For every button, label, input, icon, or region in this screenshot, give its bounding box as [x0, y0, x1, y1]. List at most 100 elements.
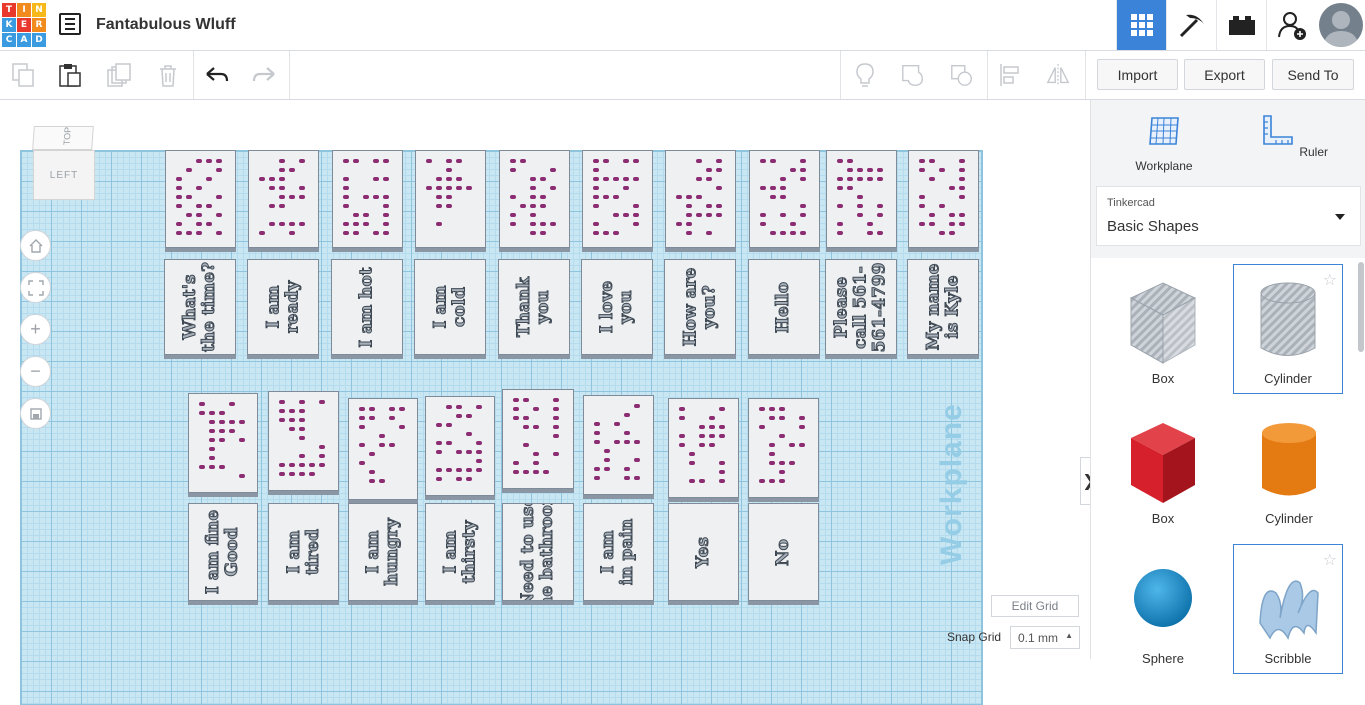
braille-plate[interactable]: [348, 398, 418, 500]
snap-grid-select[interactable]: 0.1 mm ▲: [1010, 626, 1080, 649]
brick-icon: [1228, 16, 1255, 35]
undo-icon[interactable]: [204, 62, 230, 88]
braille-dot: [603, 231, 609, 235]
braille-plate[interactable]: [668, 398, 739, 498]
edit-grid-button[interactable]: Edit Grid: [991, 595, 1079, 617]
text-plate[interactable]: I am ready: [247, 259, 319, 355]
shape-box-solid[interactable]: Box: [1108, 405, 1218, 535]
design-list-icon[interactable]: [59, 13, 81, 35]
braille-dot: [229, 420, 235, 424]
text-plate[interactable]: Hello: [748, 259, 820, 355]
user-avatar[interactable]: [1319, 3, 1363, 47]
braille-plate[interactable]: [583, 395, 654, 495]
braille-plate[interactable]: [749, 150, 820, 248]
braille-dot: [309, 463, 315, 467]
braille-dot: [389, 443, 395, 447]
braille-dot: [510, 195, 516, 199]
braille-plate[interactable]: [582, 150, 653, 248]
text-plate[interactable]: No: [748, 503, 819, 601]
redo-icon[interactable]: [251, 62, 277, 88]
text-plate[interactable]: I am hot: [331, 259, 403, 355]
paste-icon[interactable]: [57, 62, 83, 88]
braille-plate[interactable]: [165, 150, 236, 248]
codeblocks-tab[interactable]: [1216, 0, 1266, 50]
zoom-out-icon[interactable]: −: [20, 356, 51, 387]
ruler-tool[interactable]: Ruler: [1254, 112, 1334, 159]
braille-plate[interactable]: [425, 396, 495, 496]
text-plate[interactable]: My name is Kyle: [907, 259, 979, 355]
workplane-tool[interactable]: Workplane: [1124, 112, 1204, 173]
favorite-star-icon[interactable]: ☆: [1322, 552, 1337, 569]
text-plate[interactable]: What's the time?: [164, 259, 236, 355]
add-user-icon: [1277, 12, 1306, 40]
braille-dot: [523, 470, 529, 474]
text-plate[interactable]: I am tired: [268, 503, 339, 601]
fit-view-icon[interactable]: [20, 272, 51, 303]
text-plate[interactable]: I am thirsty: [425, 503, 495, 601]
zoom-in-icon[interactable]: +: [20, 314, 51, 345]
account-tab[interactable]: [1266, 0, 1316, 50]
view-cube-top[interactable]: TOP: [32, 126, 94, 150]
braille-dot: [533, 407, 539, 411]
send-to-button[interactable]: Send To: [1272, 59, 1354, 90]
text-plate[interactable]: Need to use the bathroom: [502, 503, 574, 601]
logo-letter: T: [2, 3, 16, 17]
text-plate[interactable]: I am cold: [414, 259, 486, 355]
braille-dot: [929, 222, 935, 226]
shape-sphere[interactable]: Sphere: [1108, 545, 1218, 675]
braille-dot: [279, 168, 285, 172]
braille-dot: [550, 222, 556, 226]
braille-plate[interactable]: [332, 150, 403, 248]
3d-workspace[interactable]: Workplane TOP LEFT + − What's the time?I…: [0, 100, 1097, 705]
text-plate[interactable]: I love you: [581, 259, 653, 355]
braille-dot: [614, 440, 620, 444]
home-view-icon[interactable]: [20, 230, 51, 261]
text-plate[interactable]: I am in pain: [583, 503, 654, 601]
duplicate-icon[interactable]: [106, 62, 132, 88]
braille-plate[interactable]: [188, 393, 258, 493]
import-button[interactable]: Import: [1097, 59, 1178, 90]
text-plate[interactable]: Thank you: [498, 259, 570, 355]
braille-plate[interactable]: [826, 150, 897, 248]
project-title[interactable]: Fantabulous Wluff: [96, 16, 236, 33]
perspective-icon[interactable]: [20, 398, 51, 429]
text-plate[interactable]: How are you?: [664, 259, 736, 355]
braille-plate[interactable]: [268, 391, 339, 491]
text-plate[interactable]: Yes: [668, 503, 739, 601]
shape-name: Box: [1151, 371, 1175, 386]
view-cube[interactable]: TOP LEFT: [31, 126, 97, 204]
braille-plate[interactable]: [248, 150, 319, 248]
copy-icon[interactable]: [11, 62, 37, 88]
delete-icon[interactable]: [155, 62, 181, 88]
shape-library-dropdown[interactable]: Tinkercad Basic Shapes: [1096, 186, 1361, 246]
braille-dot: [373, 195, 379, 199]
braille-plate[interactable]: [908, 150, 979, 248]
shape-cylinder-solid[interactable]: Cylinder: [1234, 405, 1344, 535]
text-plate[interactable]: Please call 561- 561-4799: [825, 259, 897, 355]
light-bulb-icon[interactable]: [852, 62, 878, 88]
braille-plate[interactable]: [499, 150, 570, 248]
text-plate[interactable]: I am fine Good: [188, 503, 258, 601]
braille-plate[interactable]: [748, 398, 819, 498]
braille-dot: [604, 449, 610, 453]
logo-letter: R: [32, 18, 46, 32]
favorite-star-icon[interactable]: ☆: [1322, 272, 1337, 289]
braille-plate[interactable]: [665, 150, 736, 248]
circuits-tab[interactable]: [1166, 0, 1216, 50]
shape-scribble[interactable]: ☆ Scribble: [1233, 544, 1343, 674]
shape-box-hole[interactable]: Box: [1108, 265, 1218, 395]
braille-dot: [530, 231, 536, 235]
shape-library-scrollbar[interactable]: [1358, 262, 1364, 352]
group-icon[interactable]: [900, 62, 926, 88]
text-plate[interactable]: I am hungry: [348, 503, 418, 601]
3d-design-tab[interactable]: [1116, 0, 1166, 50]
braille-plate[interactable]: [415, 150, 486, 248]
align-icon[interactable]: [997, 62, 1023, 88]
view-cube-left[interactable]: LEFT: [33, 150, 95, 200]
mirror-icon[interactable]: [1045, 62, 1071, 88]
ungroup-icon[interactable]: [949, 62, 975, 88]
shape-cylinder-hole[interactable]: ☆ Cylinder: [1233, 264, 1343, 394]
braille-plate[interactable]: [502, 389, 574, 489]
export-button[interactable]: Export: [1184, 59, 1265, 90]
